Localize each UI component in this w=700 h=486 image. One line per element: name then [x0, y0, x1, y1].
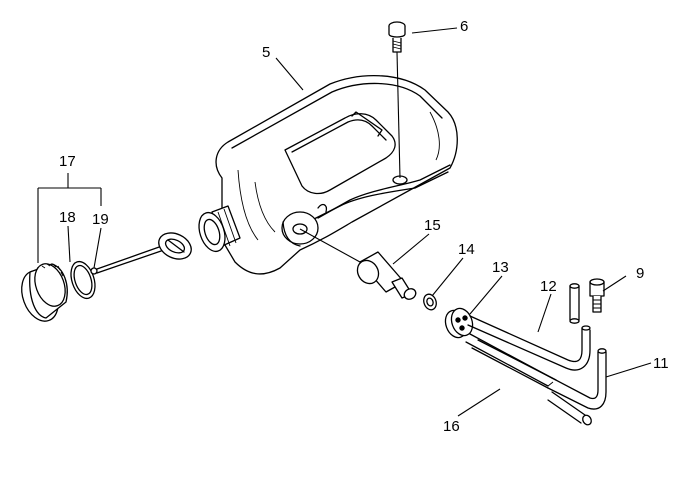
callout-17: 17 [59, 153, 76, 170]
fuel-pipe-upper [467, 283, 591, 371]
fuel-pipe-lower [465, 333, 592, 426]
callout-5: 5 [262, 44, 270, 61]
callout-13: 13 [492, 259, 509, 276]
callout-19: 19 [92, 211, 109, 228]
fuel-pipe-right [547, 348, 607, 410]
callout-18: 18 [59, 209, 76, 226]
screw [388, 21, 406, 179]
callout-12: 12 [540, 278, 557, 295]
fuel-tank [198, 74, 458, 275]
callout-11: 11 [653, 355, 669, 372]
callout-15: 15 [424, 217, 441, 234]
fuel-filter [299, 228, 417, 300]
callout-9: 9 [636, 265, 644, 282]
callout-numbers: 5 6 9 11 12 13 14 15 16 17 18 19 [59, 18, 669, 435]
grommet [444, 307, 474, 339]
filler-cap [21, 263, 68, 322]
callout-16: 16 [443, 418, 460, 435]
callout-6: 6 [460, 18, 468, 35]
cap-strap [90, 232, 192, 275]
leader-lines [37, 27, 652, 417]
pipe-joint [589, 278, 605, 313]
callout-14: 14 [458, 241, 475, 258]
cap-gasket [70, 260, 96, 300]
o-ring [423, 293, 437, 311]
